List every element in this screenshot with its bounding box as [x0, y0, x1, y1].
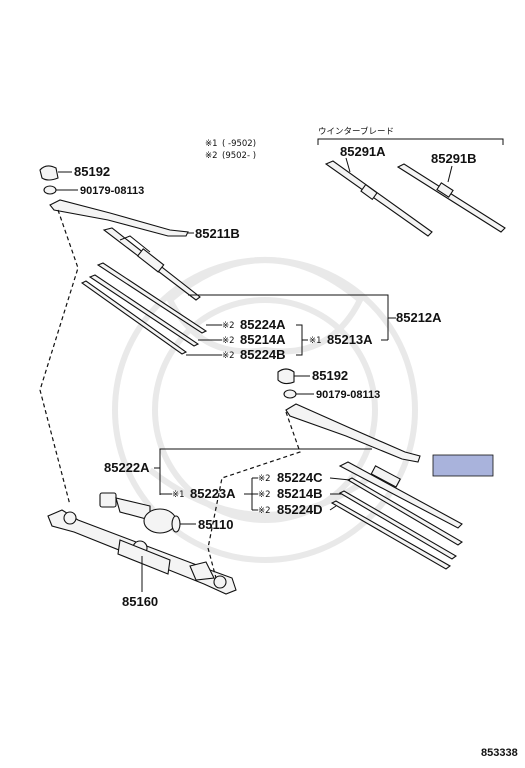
- note2-mark: ※2: [205, 151, 218, 161]
- mark-85224A: ※2: [222, 321, 235, 331]
- mark-85214A: ※2: [222, 336, 235, 346]
- label-85211B: 85211B: [195, 226, 240, 241]
- cap-85192-top-shape: [39, 165, 59, 181]
- label-85222A: 85222A: [104, 460, 150, 475]
- winter-blade-group: ウインターブレード 85291A 85291B: [317, 126, 506, 237]
- winter-blade-b-shape: [396, 163, 506, 233]
- label-90179-mid: 90179-08113: [316, 389, 380, 401]
- note1-mark: ※1: [205, 139, 218, 149]
- nut-90179-mid-shape: [283, 389, 297, 399]
- label-90179-top: 90179-08113: [80, 185, 144, 197]
- watermark-emblem: [112, 257, 418, 563]
- label-85214A: 85214A: [240, 332, 286, 347]
- wiper-rubber-85214A-shape: [88, 274, 200, 347]
- wiper-rubber-85224A-shape: [96, 262, 208, 334]
- label-85214B: 85214B: [277, 486, 323, 501]
- winter-blade-a-shape: [324, 160, 433, 237]
- label-85224D: 85224D: [277, 502, 323, 517]
- mark-85223A: ※1: [172, 490, 185, 500]
- note1-text: ( -9502): [222, 139, 256, 149]
- mark-85214B: ※2: [258, 490, 271, 500]
- label-85192-mid: 85192: [312, 368, 348, 383]
- nut-90179-top-shape: [43, 185, 57, 195]
- wiper-motor-85110-shape: [99, 492, 181, 534]
- winter-blade-header: ウインターブレード: [318, 126, 394, 137]
- wiper-rubber-85224D-shape: [330, 500, 452, 570]
- pivot-dash-right: [207, 411, 301, 579]
- highlight-box: [432, 454, 494, 477]
- label-85223A: 85223A: [190, 486, 236, 501]
- legend-notes: ※1 ( -9502) ※2 (9502- ): [205, 139, 256, 161]
- mark-85224D: ※2: [258, 506, 271, 516]
- label-85224A: 85224A: [240, 317, 286, 332]
- wiper-blade-85212A-shape: [102, 227, 201, 301]
- wiper-rubber-85224C-shape: [346, 477, 463, 546]
- label-85291B: 85291B: [431, 151, 477, 166]
- label-85110: 85110: [198, 517, 233, 532]
- cap-85192-mid-shape: [277, 368, 295, 385]
- note2-text: (9502- ): [222, 151, 256, 161]
- wiper-rubber-85214B-shape: [338, 490, 457, 560]
- wiper-linkage-85160-shape: [47, 509, 237, 595]
- wiper-arm-85222A-shape: [285, 403, 421, 463]
- label-85192-top: 85192: [74, 164, 110, 179]
- wiper-arm-85211B-shape: [49, 199, 189, 237]
- label-85224B: 85224B: [240, 347, 286, 362]
- mark-85224B: ※2: [222, 351, 235, 361]
- diagram-id: 853338: [481, 747, 518, 759]
- label-85213A: 85213A: [327, 332, 373, 347]
- wiper-blade-85223A-shape: [338, 461, 463, 529]
- label-85160: 85160: [122, 594, 158, 609]
- wiper-rubber-85224B-shape: [80, 280, 188, 355]
- mark-85224C: ※2: [258, 474, 271, 484]
- pivot-dash-left: [39, 209, 79, 506]
- label-85224C: 85224C: [277, 470, 323, 485]
- mark-85213A: ※1: [309, 336, 322, 346]
- label-85291A: 85291A: [340, 144, 386, 159]
- label-85212A: 85212A: [396, 310, 442, 325]
